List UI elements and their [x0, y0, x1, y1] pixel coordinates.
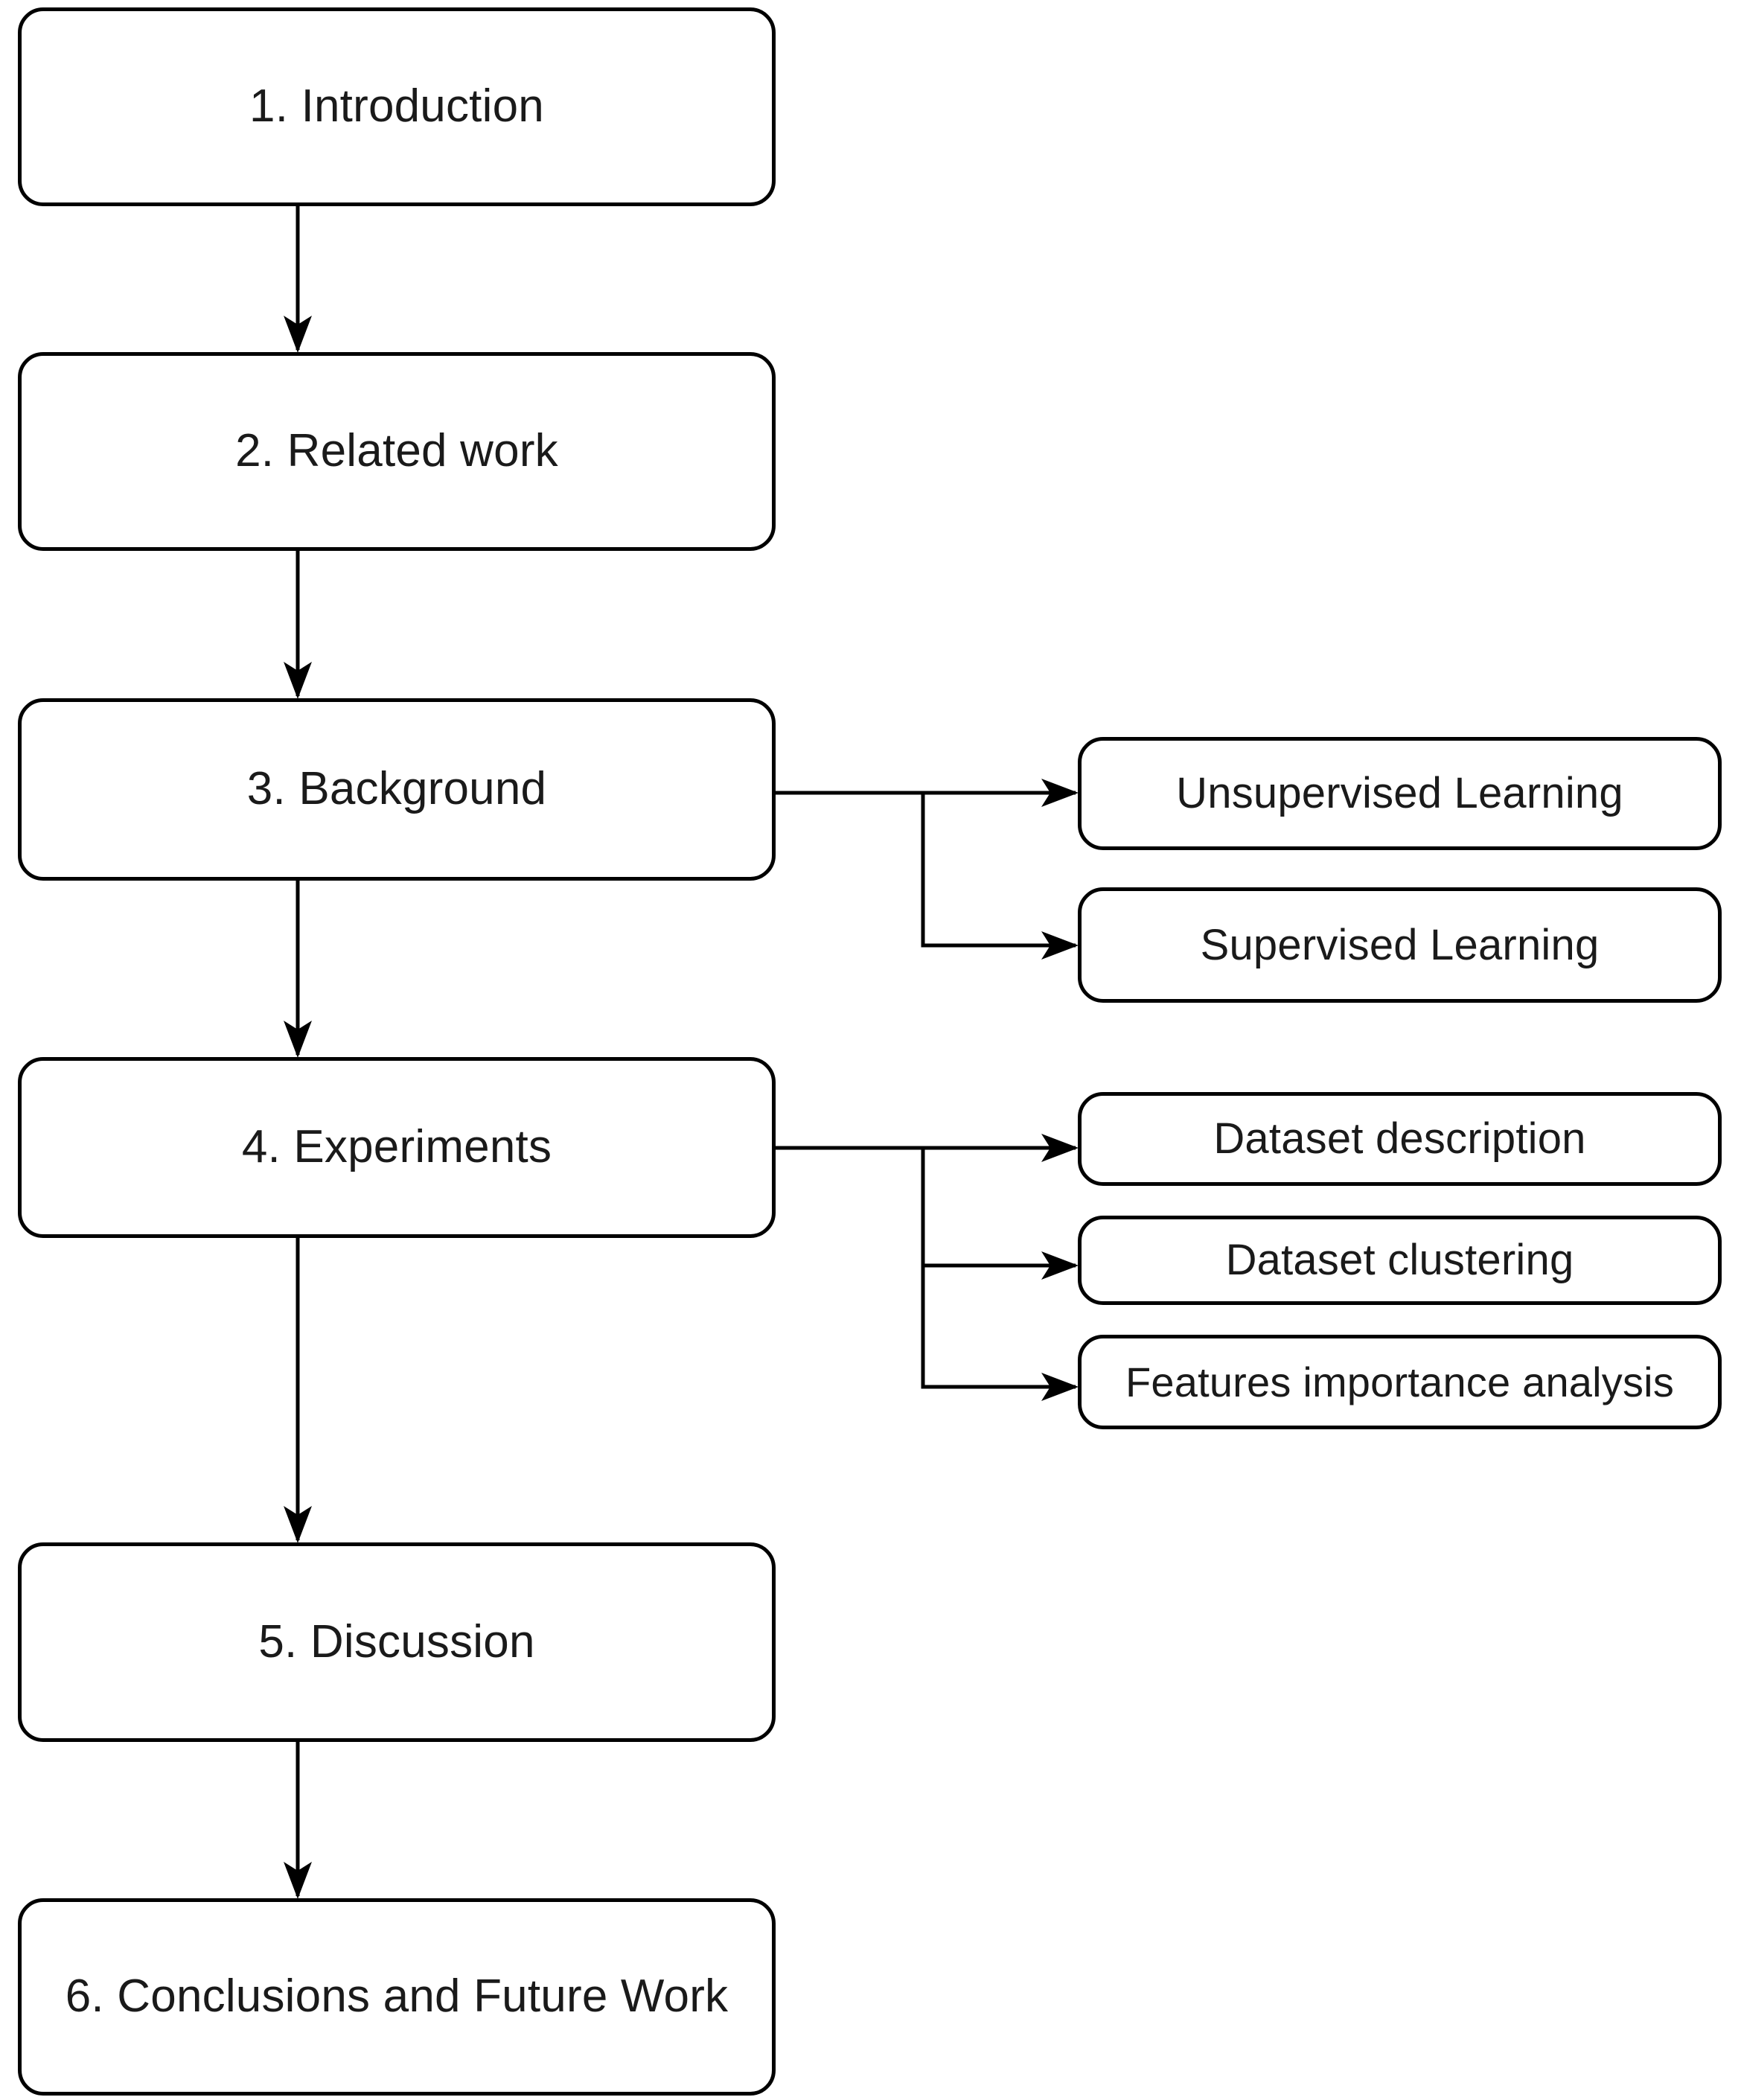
node-background[interactable]: 3. Background [18, 698, 776, 881]
node-introduction[interactable]: 1. Introduction [18, 7, 776, 206]
node-discussion[interactable]: 5. Discussion [18, 1542, 776, 1742]
node-dataset-description[interactable]: Dataset description [1078, 1092, 1722, 1186]
node-features-importance[interactable]: Features importance analysis [1078, 1335, 1722, 1429]
node-conclusions[interactable]: 6. Conclusions and Future Work [18, 1898, 776, 2096]
node-experiments-label: 4. Experiments [241, 1121, 552, 1173]
node-background-label: 3. Background [246, 763, 547, 815]
node-dataset-clustering-label: Dataset clustering [1225, 1236, 1574, 1285]
node-discussion-label: 5. Discussion [258, 1615, 535, 1667]
edge-background-to-supervised-learning [921, 793, 1079, 960]
node-dataset-clustering[interactable]: Dataset clustering [1078, 1216, 1722, 1305]
node-experiments[interactable]: 4. Experiments [18, 1057, 776, 1238]
node-unsupervised-learning[interactable]: Unsupervised Learning [1078, 737, 1722, 850]
edge-experiments-to-features-importance [921, 1266, 1079, 1401]
node-unsupervised-learning-label: Unsupervised Learning [1176, 769, 1623, 818]
node-related-work-label: 2. Related work [235, 425, 558, 477]
edge-experiments-to-dataset-clustering [921, 1148, 1079, 1280]
node-supervised-learning-label: Supervised Learning [1200, 920, 1600, 969]
node-dataset-description-label: Dataset description [1213, 1114, 1586, 1164]
node-features-importance-label: Features importance analysis [1125, 1358, 1675, 1405]
node-introduction-label: 1. Introduction [249, 80, 544, 133]
node-related-work[interactable]: 2. Related work [18, 352, 776, 551]
node-supervised-learning[interactable]: Supervised Learning [1078, 887, 1722, 1003]
node-conclusions-label: 6. Conclusions and Future Work [65, 1970, 729, 2023]
